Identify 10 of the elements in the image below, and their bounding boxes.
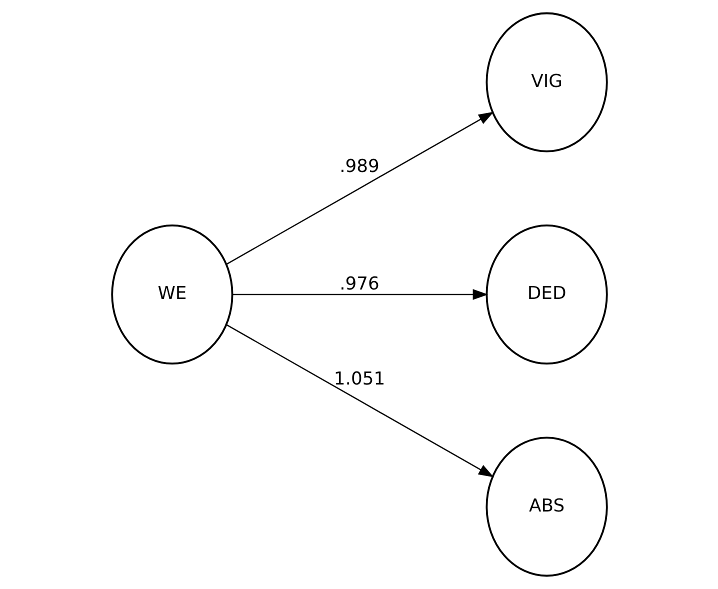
- edge-label: .976: [339, 274, 379, 295]
- edge-label: .989: [339, 156, 379, 178]
- node-ellipse: WE: [110, 224, 233, 364]
- node-ellipse: VIG: [485, 12, 608, 152]
- arrow: [226, 324, 494, 478]
- arrow: [226, 112, 494, 265]
- edge-label: 1.051: [333, 368, 385, 390]
- node-ellipse: DED: [485, 224, 608, 364]
- node-ellipse: ABS: [485, 436, 608, 577]
- arrow: [232, 289, 488, 300]
